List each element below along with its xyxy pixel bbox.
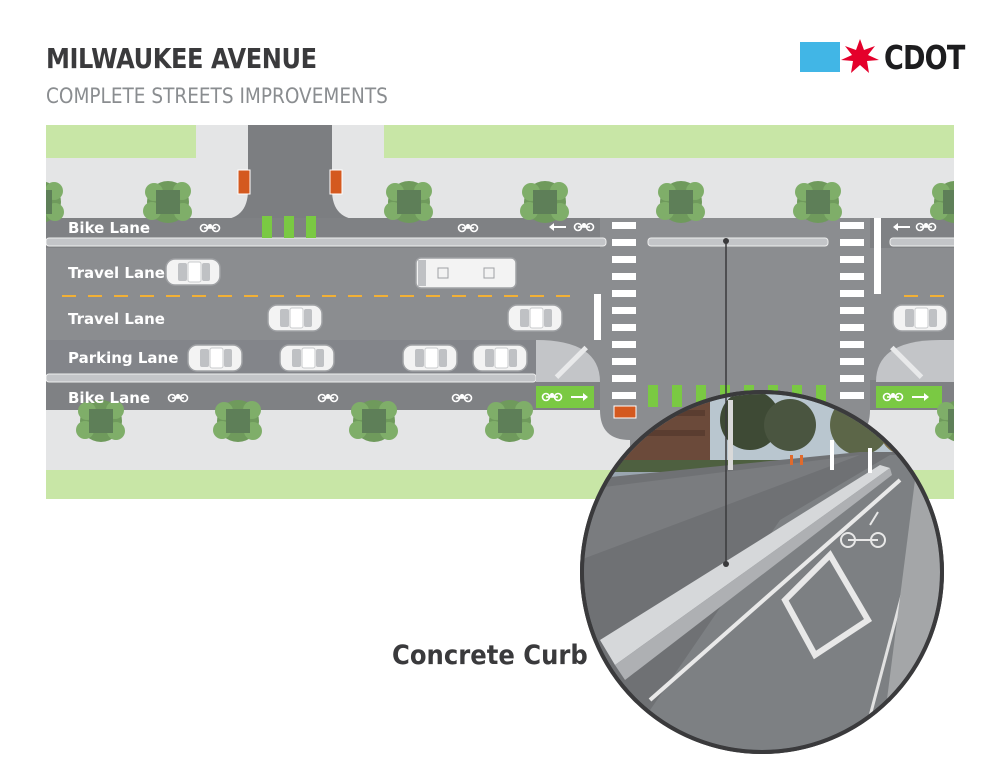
- stop-bar-west: [594, 294, 601, 340]
- bus: [415, 257, 517, 289]
- page-subtitle: COMPLETE STREETS IMPROVEMENTS: [46, 84, 388, 108]
- stop-bar-east: [874, 218, 881, 294]
- lane-label-parking: Parking Lane: [68, 349, 178, 367]
- crosswalk-west: [612, 222, 636, 399]
- vehicles: [165, 257, 948, 372]
- photo-curb: [600, 465, 890, 665]
- logo-blue-box: [800, 42, 840, 72]
- callout-label: Concrete Curb: [392, 640, 588, 671]
- callout-leader-line: [723, 238, 729, 567]
- lane-label-bike-south: Bike Lane: [68, 389, 150, 407]
- lane-label-bike-north: Bike Lane: [68, 219, 150, 237]
- logo-text: CDOT: [884, 38, 965, 77]
- bike-lane-symbols: [167, 222, 937, 403]
- lane-label-travel-2: Travel Lane: [68, 310, 165, 328]
- bike-box-west: [536, 386, 594, 408]
- north-curb-separator: [46, 237, 954, 247]
- concrete-curb-photo: [580, 390, 944, 754]
- chicago-star-icon: [841, 39, 879, 73]
- bike-box-east: [876, 386, 942, 408]
- curb-ramp-pads: [237, 169, 637, 419]
- page-title: MILWAUKEE AVENUE: [46, 42, 317, 75]
- lane-label-travel-1: Travel Lane: [68, 264, 165, 282]
- cdot-logo: CDOT: [800, 38, 965, 78]
- green-bike-crossing-side: [262, 216, 316, 238]
- crosswalk-east: [840, 222, 864, 399]
- lane-labels: Bike Lane Travel Lane Travel Lane Parkin…: [68, 219, 178, 407]
- south-curb-separator: [46, 340, 954, 383]
